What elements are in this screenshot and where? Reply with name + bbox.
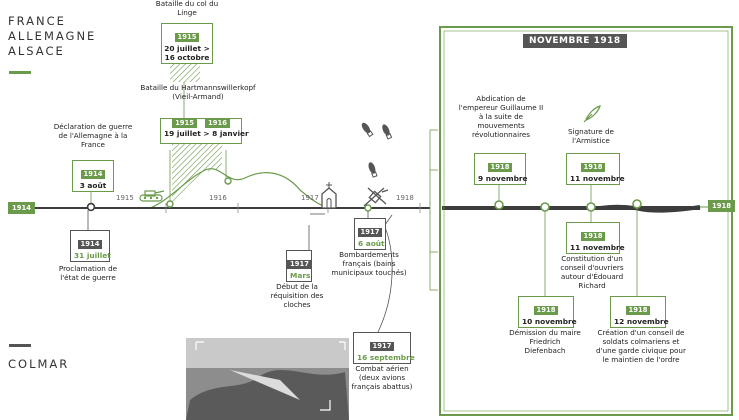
timeline-end-tag: 1918 [708, 200, 735, 212]
event-armistice-title: Signature de l'Armistice [568, 127, 614, 145]
november-panel [439, 26, 733, 416]
dot-bombardement [364, 204, 372, 212]
dot-hartmann [166, 200, 174, 208]
event-bombardements-year: 1917 [357, 228, 383, 237]
region-top-bar [9, 71, 31, 74]
bomb-icons [361, 122, 393, 178]
event-bombardements-datebox: 1917 6 août [354, 218, 386, 250]
event-armistice-date: 11 novembre [570, 174, 625, 183]
event-combat-date: 16 septembre [357, 353, 415, 362]
event-hartmann-datebox: 1915 1916 19 juillet > 8 janvier [160, 118, 249, 144]
event-requisition-year: 1917 [287, 260, 312, 269]
event-linge-year: 1915 [174, 33, 200, 42]
event-conseil-soldats-year: 1918 [625, 306, 651, 315]
dot-nov10 [540, 202, 550, 212]
event-proclamation-title: Proclamation de l'état de guerre [58, 264, 118, 282]
event-combat-datebox: 1917 16 septembre [353, 332, 415, 364]
event-declaration-title: Déclaration de guerre de l'Allemagne à l… [53, 122, 133, 149]
event-conseil-soldats-datebox: 1918 12 novembre [610, 296, 669, 328]
dot-nov9 [494, 200, 504, 210]
event-conseil-ouvriers-year: 1918 [580, 232, 606, 241]
region-bottom-bar [9, 344, 31, 347]
event-declaration-year: 1914 [80, 170, 106, 179]
event-linge-date: 20 juillet > 16 octobre [164, 44, 210, 62]
year-label-1917: 1917 [301, 194, 319, 202]
crashed-plane-icon [363, 187, 389, 207]
hatch-linge [170, 60, 200, 82]
event-proclamation-date: 31 juillet [74, 251, 111, 260]
event-linge-datebox: 1915 20 juillet > 16 octobre [161, 23, 213, 64]
event-requisition-datebox: 1917 Mars [286, 250, 312, 282]
event-abdication-datebox: 1918 9 novembre [474, 153, 528, 185]
event-armistice-year: 1918 [580, 163, 606, 172]
event-conseil-soldats-date: 12 novembre [614, 317, 669, 326]
event-conseil-ouvriers-title: Constitution d'un conseil d'ouvriers aut… [560, 254, 624, 290]
event-demission-title: Démission du maire Friedrich Diefenbach [509, 328, 581, 355]
event-linge-title: Bataille du col du Linge [155, 0, 219, 17]
event-armistice-datebox: 1918 11 novembre [566, 153, 625, 185]
year-label-1915: 1915 [116, 194, 134, 202]
pen-icon [583, 105, 601, 123]
event-hartmann-date: 19 juillet > 8 janvier [164, 129, 249, 138]
event-abdication-date: 9 novembre [478, 174, 528, 183]
event-hartmann-year2: 1916 [205, 119, 230, 128]
timeline-start-tag: 1914 [8, 202, 35, 214]
event-hartmann-year1: 1915 [172, 119, 197, 128]
photo-crashed-plane [186, 338, 349, 420]
event-declaration-date: 3 août [79, 181, 107, 190]
event-abdication-title: Abdication de l'empereur Guillaume II à … [458, 94, 544, 139]
region-alsace: ALSACE [8, 44, 65, 58]
event-requisition-title: Début de la réquisition des cloches [270, 282, 324, 309]
event-demission-year: 1918 [533, 306, 559, 315]
church-icon [321, 182, 337, 209]
event-hartmann-title: Bataille du Hartmannswillerkopf (Vieil-A… [140, 83, 256, 101]
event-declaration-datebox: 1914 3 août [72, 160, 114, 192]
event-conseil-ouvriers-datebox: 1918 11 novembre [566, 222, 625, 254]
year-label-1918: 1918 [396, 194, 414, 202]
event-proclamation-year: 1914 [77, 240, 103, 249]
panel-title: NOVEMBRE 1918 [523, 34, 627, 48]
hatch-hartmann [172, 140, 222, 206]
event-demission-date: 10 novembre [522, 317, 577, 326]
event-conseil-soldats-title: Création d'un conseil de soldats colmari… [596, 328, 686, 364]
event-combat-title: Combat aérien (deux avions français abat… [351, 364, 413, 391]
event-bombardements-date: 6 août [358, 239, 385, 248]
dot-nov12 [632, 199, 642, 209]
event-requisition-date: Mars [290, 271, 311, 280]
event-demission-datebox: 1918 10 novembre [518, 296, 577, 328]
event-bombardements-title: Bombardements français (bains municipaux… [331, 250, 407, 277]
event-combat-year: 1917 [369, 342, 395, 351]
dot-nov11 [586, 202, 596, 212]
dot-hill [224, 177, 232, 185]
event-abdication-year: 1918 [487, 163, 513, 172]
event-conseil-ouvriers-date: 11 novembre [570, 243, 625, 252]
dot-declaration [86, 202, 96, 212]
region-allemagne: ALLEMAGNE [8, 29, 97, 43]
event-proclamation-datebox: 1914 31 juillet [70, 230, 111, 262]
region-france: FRANCE [8, 14, 66, 28]
region-colmar: COLMAR [8, 357, 70, 371]
year-label-1916: 1916 [209, 194, 227, 202]
tank-icon [139, 190, 165, 202]
